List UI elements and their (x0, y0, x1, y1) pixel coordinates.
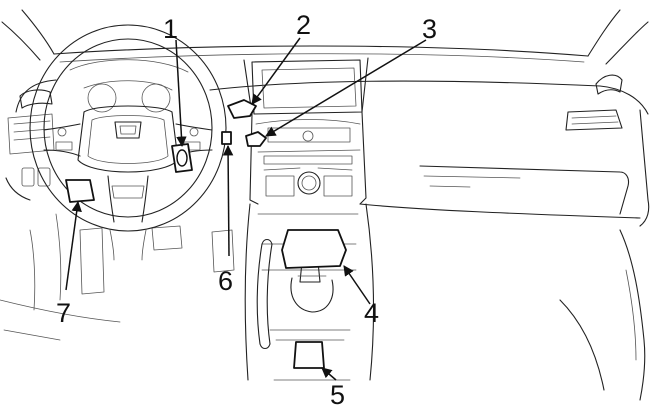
component-5[interactable] (293, 341, 325, 369)
interior-outline (0, 9, 650, 401)
component-1[interactable] (171, 143, 193, 173)
component-4[interactable] (281, 229, 347, 269)
component-3[interactable] (245, 131, 267, 147)
callout-6: 6 (218, 266, 233, 296)
callout-3: 3 (422, 14, 437, 44)
callout-7: 7 (56, 298, 71, 328)
component-7[interactable] (65, 179, 95, 203)
callout-leaders (65, 37, 427, 381)
callout-labels: 1 2 3 4 5 6 7 (56, 10, 437, 410)
component-2[interactable] (227, 99, 257, 119)
component-6[interactable] (221, 131, 232, 145)
steering-wheel (29, 24, 227, 261)
callout-4: 4 (364, 298, 379, 328)
callout-2: 2 (296, 10, 311, 40)
callout-1: 1 (163, 14, 178, 44)
callout-5: 5 (330, 380, 345, 410)
